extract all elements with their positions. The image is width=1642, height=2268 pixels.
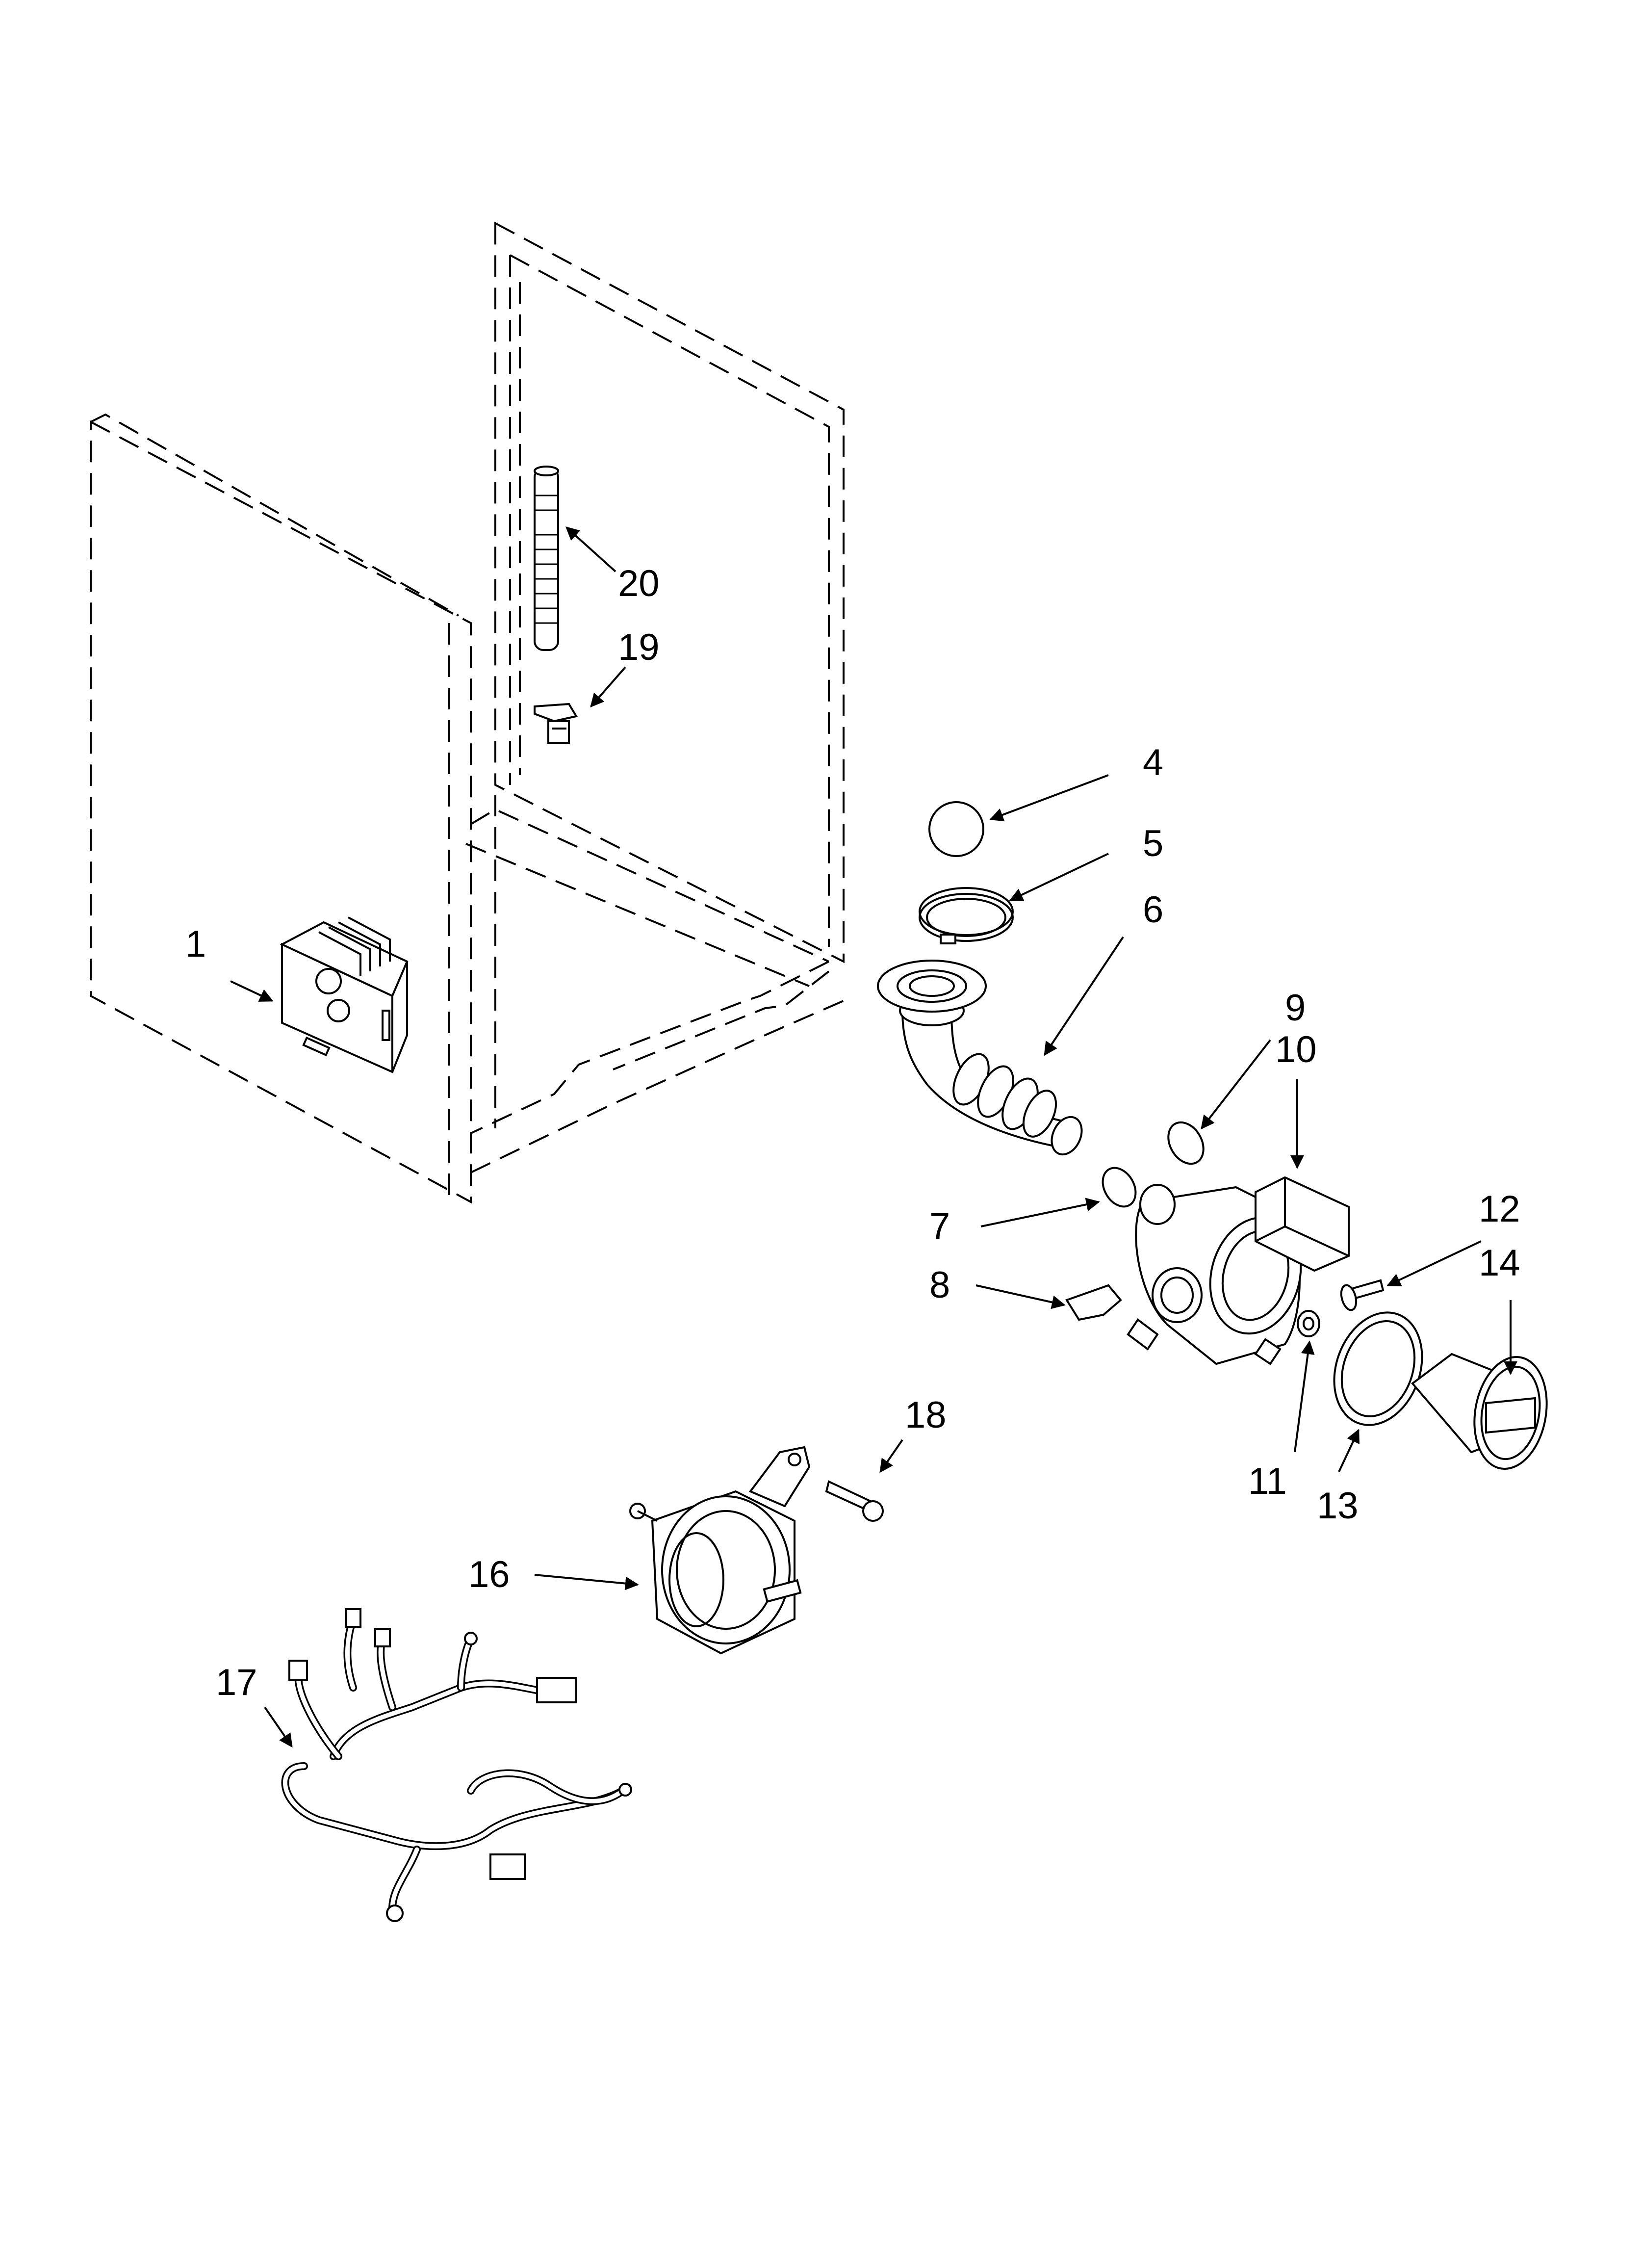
- nut-part: [1297, 1310, 1320, 1337]
- leader-13: [1338, 1429, 1360, 1472]
- check-ball-part: [928, 801, 984, 857]
- callout-10: 10: [1275, 1029, 1317, 1070]
- drive-motor-part: [629, 1446, 811, 1655]
- callout-17: 17: [216, 1662, 257, 1703]
- pump-clamp-part: [1167, 1121, 1205, 1165]
- leader-4: [989, 774, 1109, 822]
- small-clamp-part: [1102, 1167, 1137, 1208]
- drain-hose-part: [534, 466, 559, 651]
- bolt-part: [825, 1480, 884, 1522]
- leader-5: [1009, 853, 1109, 901]
- gasket-part: [1333, 1311, 1423, 1426]
- callout-8: 8: [929, 1264, 950, 1306]
- wire-harness-part: [281, 1608, 632, 1922]
- callout-9: 9: [1285, 987, 1306, 1029]
- callout-7: 7: [929, 1205, 950, 1247]
- leader-6: [1044, 936, 1124, 1056]
- callout-5: 5: [1143, 823, 1163, 864]
- leader-7: [980, 1198, 1100, 1227]
- control-board-part: [280, 916, 409, 1074]
- callout-13: 13: [1317, 1485, 1359, 1527]
- leader-8: [975, 1284, 1066, 1309]
- callout-11: 11: [1248, 1460, 1287, 1502]
- callout-20: 20: [618, 563, 660, 604]
- callout-6: 6: [1143, 889, 1163, 931]
- leader-11: [1294, 1340, 1315, 1453]
- leader-17: [264, 1706, 293, 1748]
- callout-4: 4: [1143, 742, 1163, 783]
- leader-12: [1386, 1240, 1482, 1286]
- leader-16: [534, 1574, 639, 1590]
- drain-pump-part: [1127, 1176, 1350, 1365]
- callout-19: 19: [618, 626, 660, 668]
- hose-clip-part: [534, 703, 578, 744]
- cabinet-outline: [90, 221, 845, 1204]
- elbow-hose-part: [877, 960, 1083, 1156]
- callout-12: 12: [1479, 1188, 1520, 1230]
- leader-18: [879, 1439, 903, 1473]
- callout-1: 1: [185, 923, 206, 965]
- leader-9: [1201, 1039, 1271, 1130]
- hose-clamp-ring-part: [919, 887, 1014, 944]
- leader-20: [565, 526, 616, 573]
- callout-16: 16: [468, 1554, 510, 1595]
- callout-labels: 1 4 5 6 7 8 9 10 11 12 13 14 16 17 18 19…: [185, 563, 1520, 1703]
- callout-14: 14: [1479, 1242, 1520, 1284]
- screw-part: [1340, 1279, 1385, 1311]
- callout-18: 18: [905, 1394, 947, 1436]
- leader-1: [230, 980, 274, 1002]
- leader-19: [590, 666, 626, 708]
- pump-filter-part: [1411, 1353, 1548, 1470]
- leader-lines: [230, 526, 1517, 1748]
- bracket-part: [1065, 1284, 1122, 1321]
